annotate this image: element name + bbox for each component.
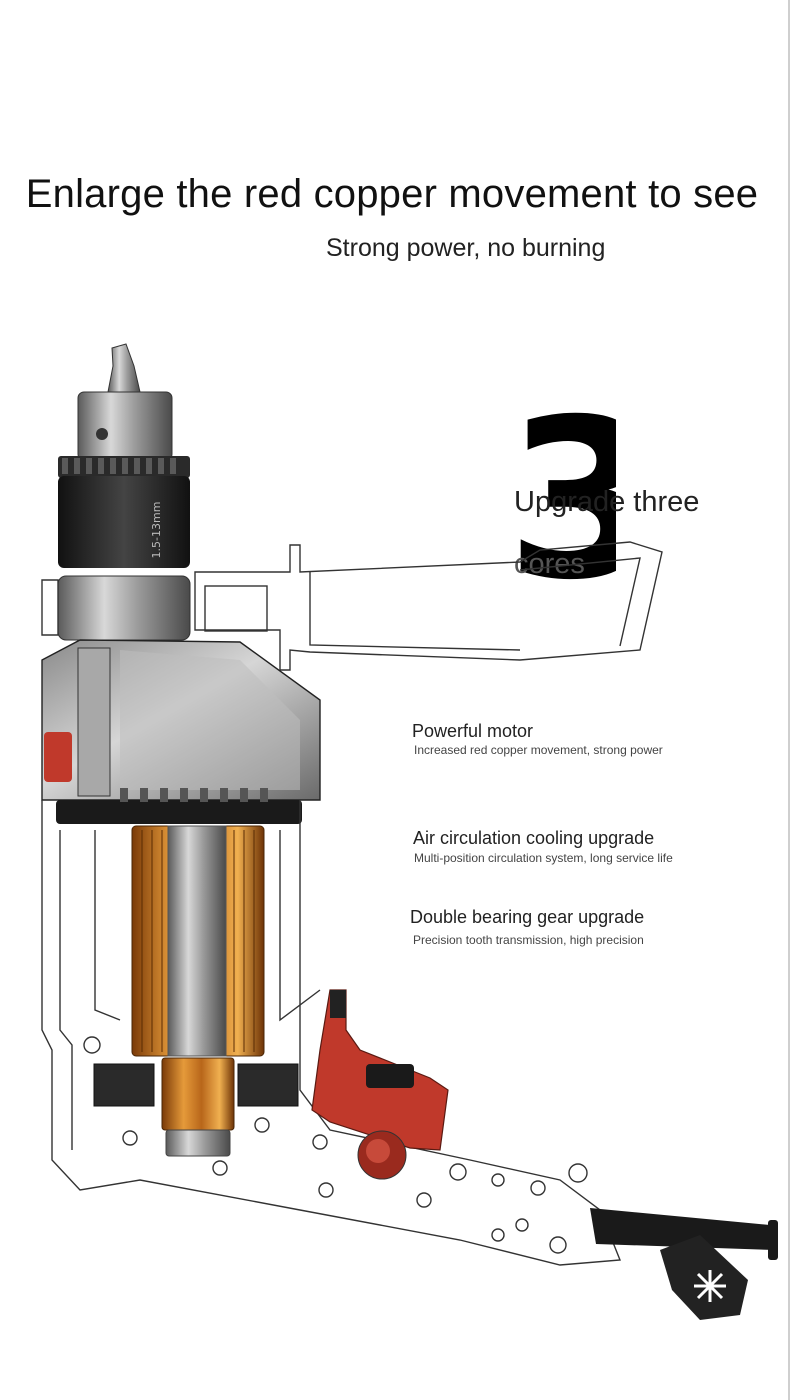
chuck-engraving: 1.5-13mm [150, 502, 163, 559]
spindle-collar [57, 575, 191, 641]
upgrade-title: Upgrade three [514, 486, 700, 518]
gear-housing [41, 639, 321, 801]
copper-armature [131, 825, 265, 1157]
feature-desc-bearing: Precision tooth transmission, high preci… [413, 933, 644, 947]
feature-title-motor: Powerful motor [412, 721, 534, 741]
chuck-tip [77, 343, 173, 461]
headline: Enlarge the red copper movement to see [25, 172, 759, 216]
carbon-brush-right [237, 1063, 299, 1107]
chuck-gear-ring [58, 456, 190, 478]
rear-grip-and-cord [590, 1208, 778, 1320]
gear-disc [56, 788, 302, 824]
drill-cutaway-illustration: 1.5-13mm [41, 343, 778, 1320]
lock-button-red [44, 732, 72, 782]
screw-holes [83, 1036, 588, 1254]
carbon-brush-left [93, 1063, 155, 1107]
trigger-switch [311, 989, 449, 1151]
feature-desc-motor: Increased red copper movement, strong po… [414, 743, 663, 757]
chuck-sleeve: 1.5-13mm [58, 476, 190, 568]
feature-title-cooling: Air circulation cooling upgrade [413, 828, 655, 848]
page-edge-line [788, 0, 790, 1400]
upgrade-number: 3 [506, 400, 616, 600]
subhead: Strong power, no burning [326, 234, 606, 262]
side-handle-outline [194, 541, 663, 671]
feature-title-bearing: Double bearing gear upgrade [410, 907, 645, 927]
feature-desc-cooling: Multi-position circulation system, long … [414, 851, 673, 865]
